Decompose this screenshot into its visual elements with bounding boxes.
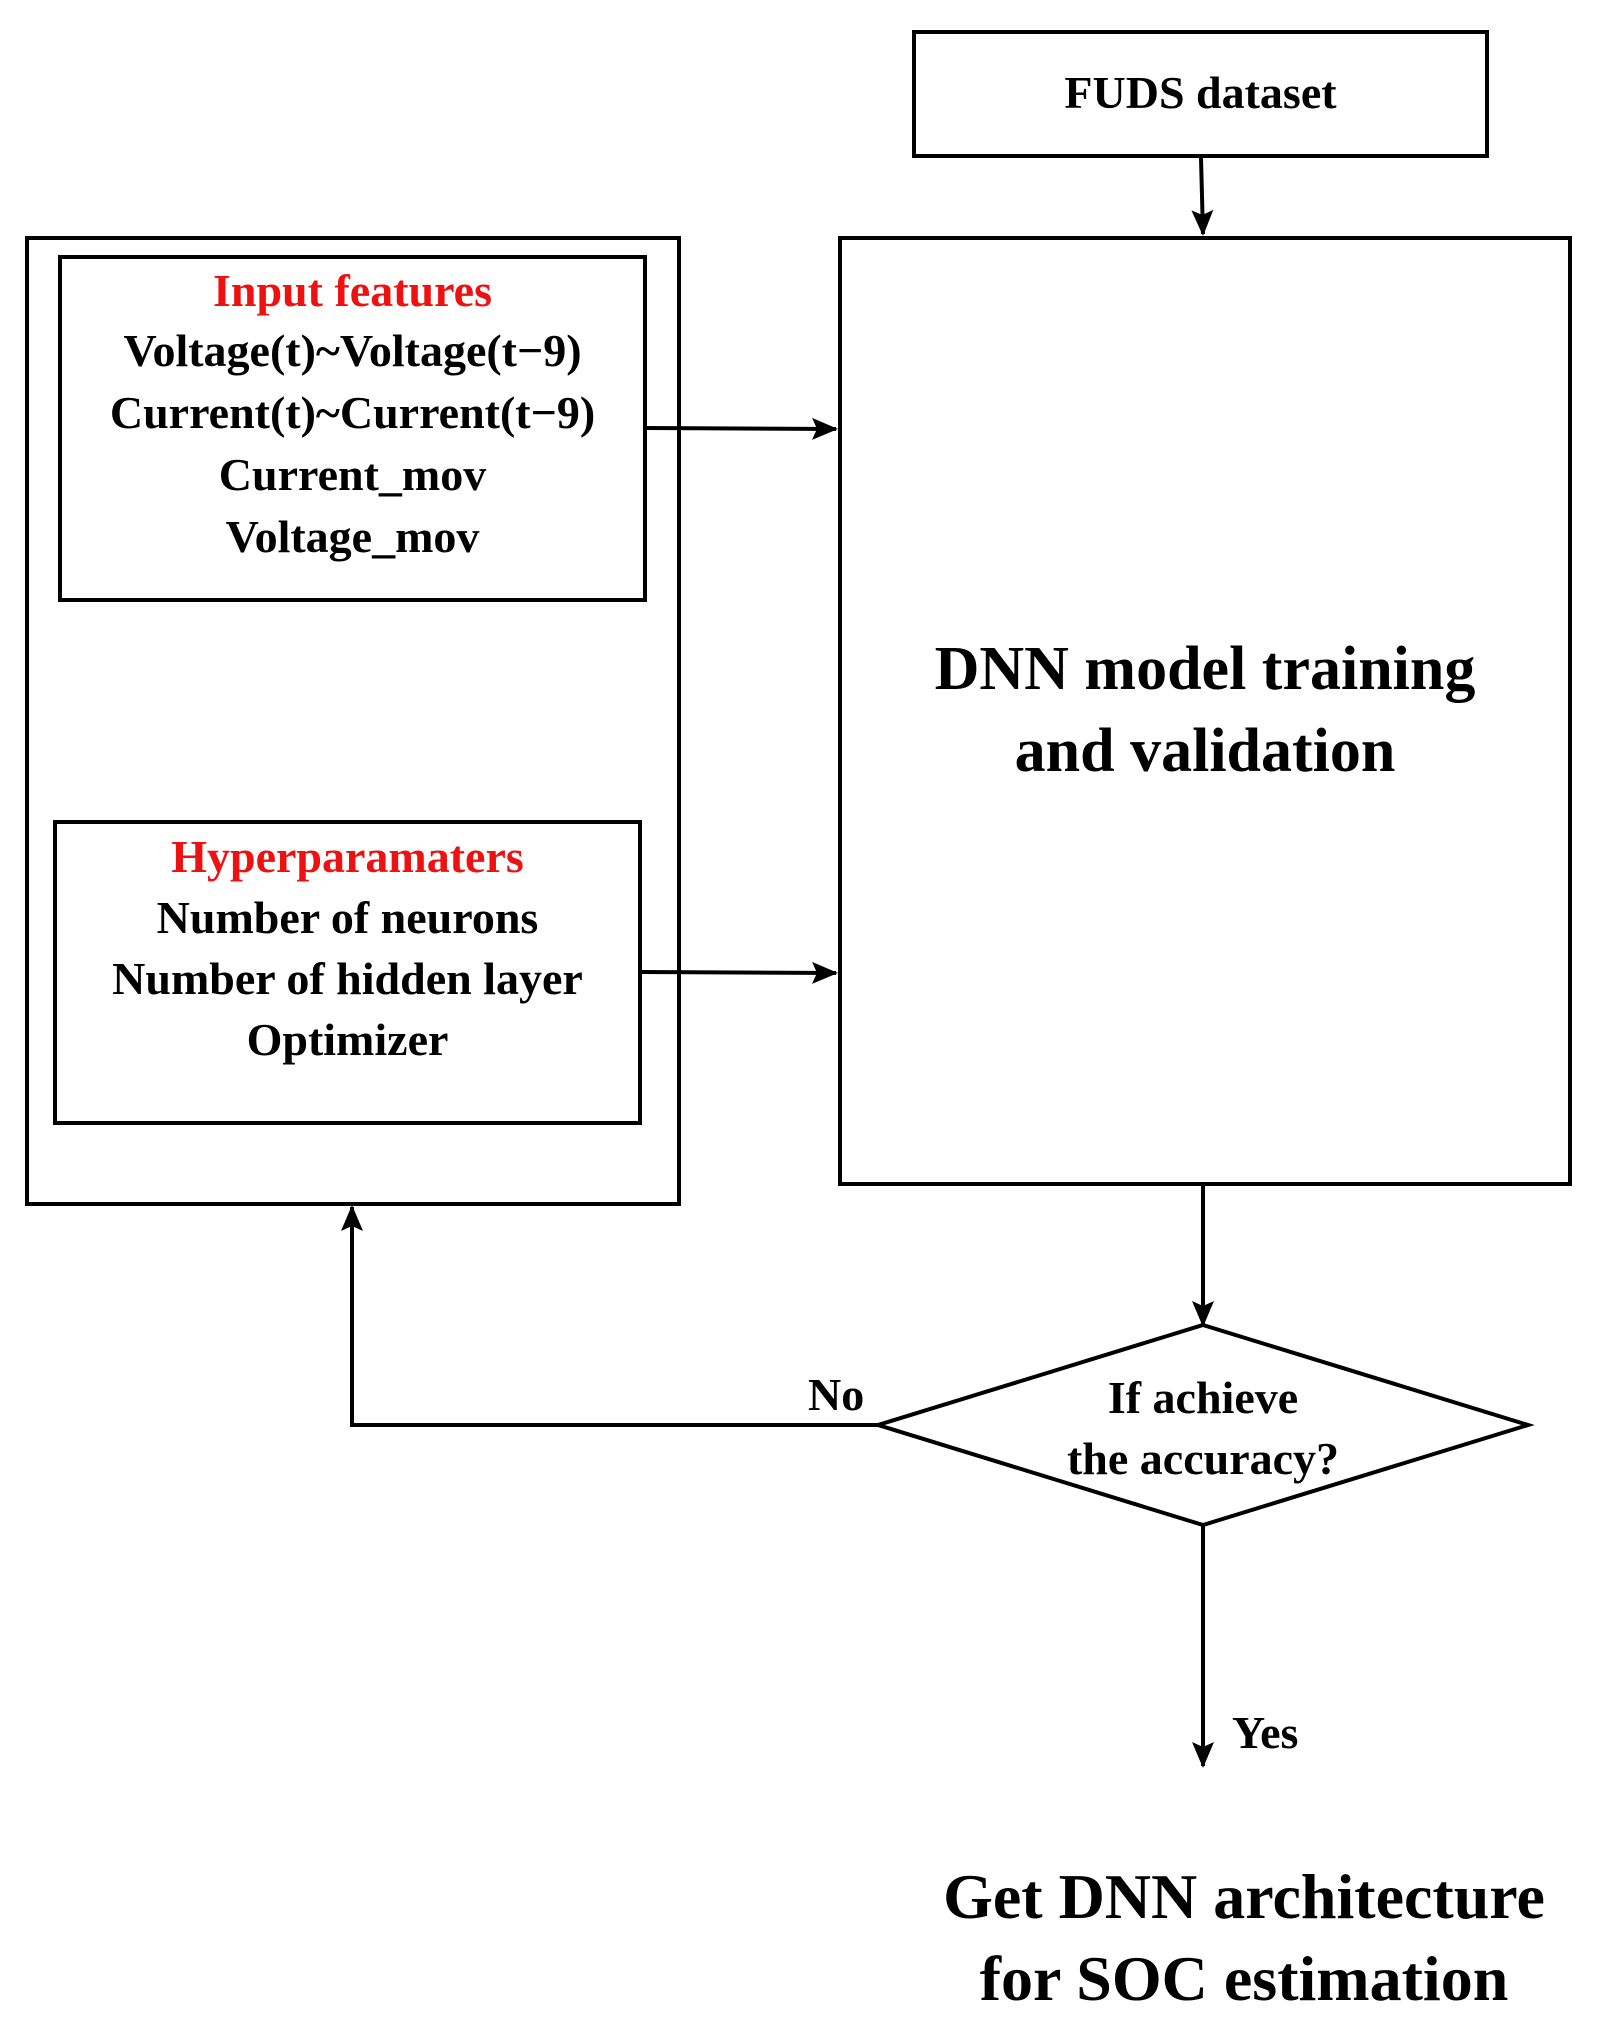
decision-label-line2: the accuracy? — [1066, 1433, 1340, 1484]
edge-label-no: No — [808, 1369, 865, 1420]
hyperparameter-neurons: Number of neurons — [156, 892, 539, 943]
decision-label-line1: If achieve — [1107, 1372, 1299, 1423]
input-features-box — [58, 255, 647, 602]
configuration-container — [25, 236, 681, 1206]
result-label-line1: Get DNN architecture — [943, 1861, 1545, 1932]
arrow-dataset-to-training — [1191, 157, 1214, 236]
training-label-line2: and validation — [1014, 717, 1396, 785]
edge-label-yes: Yes — [1232, 1707, 1299, 1758]
hyperparameter-optimizer: Optimizer — [246, 1014, 449, 1065]
training-label-line1: DNN model training — [934, 635, 1476, 703]
decision-diamond — [871, 1322, 1535, 1528]
result-label-line2: for SOC estimation — [979, 1943, 1509, 2014]
dataset-label: FUDS dataset — [1064, 67, 1337, 118]
arrow-decision-no-to-config — [341, 1205, 878, 1427]
hyperparameters-title: Hyperparamaters — [171, 831, 524, 882]
dataset-box — [912, 30, 1489, 158]
training-box — [838, 236, 1572, 1186]
input-feature-voltage: Voltage(t)~Voltage(t−9) — [123, 325, 582, 376]
hyperparameter-hidden-layer: Number of hidden layer — [112, 953, 583, 1004]
input-feature-current-mov: Current_mov — [218, 449, 487, 500]
hyperparameters-box — [53, 820, 642, 1125]
arrow-hyperparams-to-training — [640, 961, 838, 984]
input-feature-voltage-mov: Voltage_mov — [225, 511, 480, 562]
input-feature-current: Current(t)~Current(t−9) — [109, 387, 596, 438]
input-features-title: Input features — [212, 265, 492, 316]
